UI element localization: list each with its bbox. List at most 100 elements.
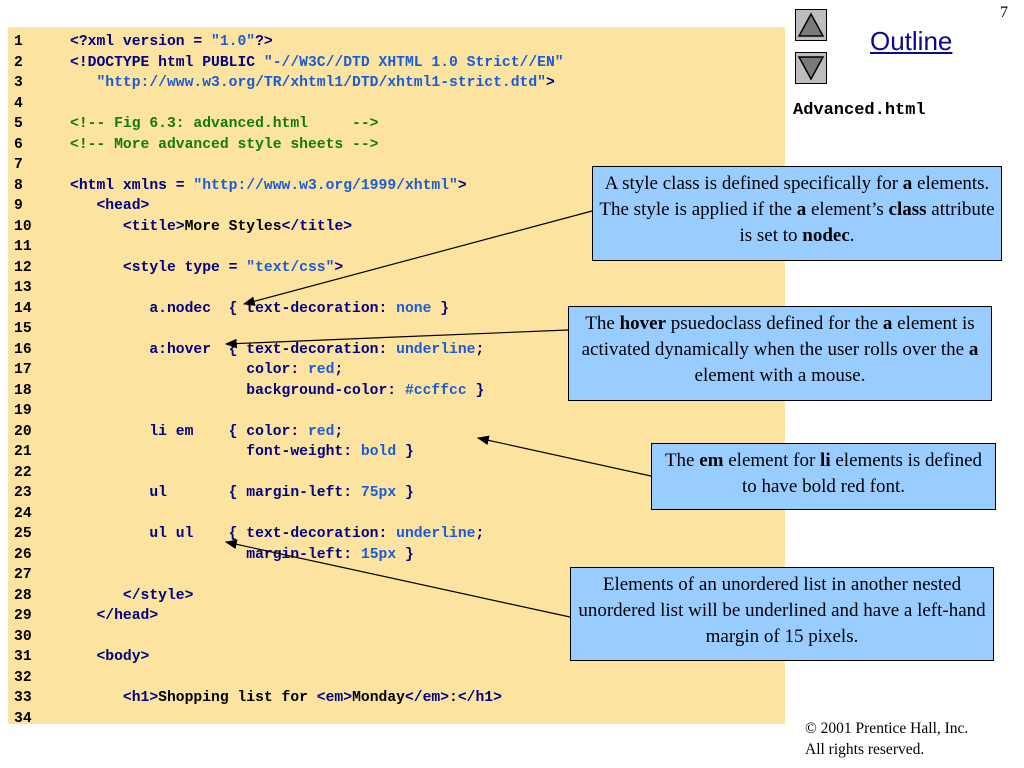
callout-nodec-class: A style class is defined specifically fo… <box>592 166 1002 261</box>
line-number: 8 <box>14 177 23 194</box>
code-token: > <box>334 259 344 276</box>
code-line: 17 color: red; <box>8 360 785 380</box>
line-number: 2 <box>14 54 23 71</box>
code-text: margin-left: 15px } <box>70 545 414 565</box>
line-number: 29 <box>14 608 32 624</box>
code-line: 12 <style type = "text/css"> <box>8 258 785 278</box>
line-number: 32 <box>14 669 32 686</box>
code-text: li em { color: red; <box>70 422 343 442</box>
line-number: 14 <box>14 300 32 317</box>
code-token: } <box>396 546 414 563</box>
code-line: 10 <title>More Styles</title> <box>8 217 785 237</box>
code-token: : <box>449 690 458 706</box>
code-token: "http://www.w3.org/TR/xhtml1/DTD/xhtml1-… <box>96 75 546 91</box>
code-token: none <box>396 300 432 317</box>
code-token: </h1> <box>457 690 502 706</box>
code-token: </style> <box>70 587 194 604</box>
code-token: li em { color: <box>70 423 308 440</box>
code-token: <body> <box>70 649 150 665</box>
line-number: 33 <box>14 690 32 706</box>
code-line: 33 <h1>Shopping list for <em>Monday</em>… <box>8 688 785 708</box>
code-token: ; <box>334 423 344 440</box>
code-token: ; <box>334 362 344 378</box>
code-token: <head> <box>70 198 150 214</box>
code-line: 24 <box>8 504 785 524</box>
code-line: 25 ul ul { text-decoration: underline; <box>8 524 785 544</box>
code-line: 13 <box>8 278 785 298</box>
line-number: 24 <box>14 505 32 522</box>
code-token: "-//W3C//DTD XHTML 1.0 Strict//EN" <box>263 54 564 71</box>
code-token: <html xmlns = <box>70 177 194 194</box>
code-token: <style type = <box>70 259 247 276</box>
code-token: <title> <box>70 218 185 235</box>
code-line: 32 <box>8 668 785 688</box>
code-line: 18 background-color: #ccffcc } <box>8 381 785 401</box>
code-line: 30 <box>8 627 785 647</box>
code-token: } <box>466 382 485 399</box>
line-number: 21 <box>14 444 32 460</box>
code-token: underline <box>396 526 476 542</box>
previous-slide-button[interactable] <box>795 9 827 41</box>
code-text: </style> <box>70 586 194 606</box>
arrow-to-a-nodec <box>242 210 593 306</box>
code-text: <title>More Styles</title> <box>70 217 352 237</box>
code-token: font-weight: <box>70 444 361 460</box>
code-token: <!-- More advanced style sheets --> <box>70 136 379 153</box>
code-text: "http://www.w3.org/TR/xhtml1/DTD/xhtml1-… <box>70 73 554 93</box>
code-line: 34 <box>8 709 785 729</box>
arrow-to-ul-ul <box>224 539 571 618</box>
code-token: 15px <box>360 546 397 563</box>
code-token: ; <box>475 341 485 358</box>
code-token: #ccffcc <box>404 382 467 399</box>
code-token: More Styles <box>184 218 282 235</box>
code-line: 23 ul { margin-left: 75px } <box>8 483 785 503</box>
code-token: <!DOCTYPE html PUBLIC <box>70 54 264 71</box>
code-text: background-color: #ccffcc } <box>70 381 484 401</box>
code-token: "1.0" <box>211 34 256 50</box>
code-text: <!-- Fig 6.3: advanced.html --> <box>70 114 379 134</box>
code-text: <!DOCTYPE html PUBLIC "-//W3C//DTD XHTML… <box>70 53 564 73</box>
code-line: 11 <box>8 237 785 257</box>
code-line: 21 font-weight: bold } <box>8 442 785 462</box>
line-number: 26 <box>14 546 32 563</box>
code-token: 75px <box>360 485 397 501</box>
code-token: Shopping list for <box>158 690 317 706</box>
code-text: <html xmlns = "http://www.w3.org/1999/xh… <box>70 176 467 196</box>
code-text: <h1>Shopping list for <em>Monday</em>:</… <box>70 688 502 708</box>
code-text: ul ul { text-decoration: underline; <box>70 524 484 544</box>
outline-link[interactable]: Outline <box>870 26 953 56</box>
code-line: 8 <html xmlns = "http://www.w3.org/1999/x… <box>8 176 785 196</box>
line-number: 17 <box>14 362 32 378</box>
code-token: red <box>307 423 335 440</box>
code-text: <style type = "text/css"> <box>70 258 343 278</box>
code-token: underline <box>396 341 476 358</box>
triangle-up-icon <box>797 12 825 37</box>
arrow-to-a-hover <box>224 329 569 349</box>
code-token: } <box>396 444 414 460</box>
line-number: 13 <box>14 280 32 296</box>
arrow-to-li-em <box>476 435 652 477</box>
code-text: a:hover { text-decoration: underline; <box>70 340 484 360</box>
code-line: 5<!-- Fig 6.3: advanced.html --> <box>8 114 785 134</box>
code-text: color: red; <box>70 360 343 380</box>
line-number: 31 <box>14 649 32 665</box>
copyright-line: © 2001 Prentice Hall, Inc. <box>805 720 969 737</box>
code-text: <!-- More advanced style sheets --> <box>70 135 379 155</box>
line-number: 4 <box>14 95 23 112</box>
code-token: <em> <box>316 690 353 706</box>
code-token: a.nodec { text-decoration: <box>70 300 397 317</box>
code-line: 7 <box>8 155 785 175</box>
code-line: 28 </style> <box>8 586 785 606</box>
line-number: 20 <box>14 423 32 440</box>
line-number: 10 <box>14 218 32 235</box>
code-token: ul ul { text-decoration: <box>70 526 397 542</box>
code-token: "http://www.w3.org/1999/xhtml" <box>193 177 458 194</box>
callout-ul-ul: Elements of an unordered list in another… <box>570 567 994 661</box>
code-text: a.nodec { text-decoration: none } <box>70 299 449 319</box>
code-token: "text/css" <box>246 259 335 276</box>
line-number: 7 <box>14 157 23 173</box>
code-line: 14 a.nodec { text-decoration: none } <box>8 299 785 319</box>
next-slide-button[interactable] <box>795 52 827 84</box>
line-number: 34 <box>14 710 32 727</box>
code-token: bold <box>360 444 397 460</box>
